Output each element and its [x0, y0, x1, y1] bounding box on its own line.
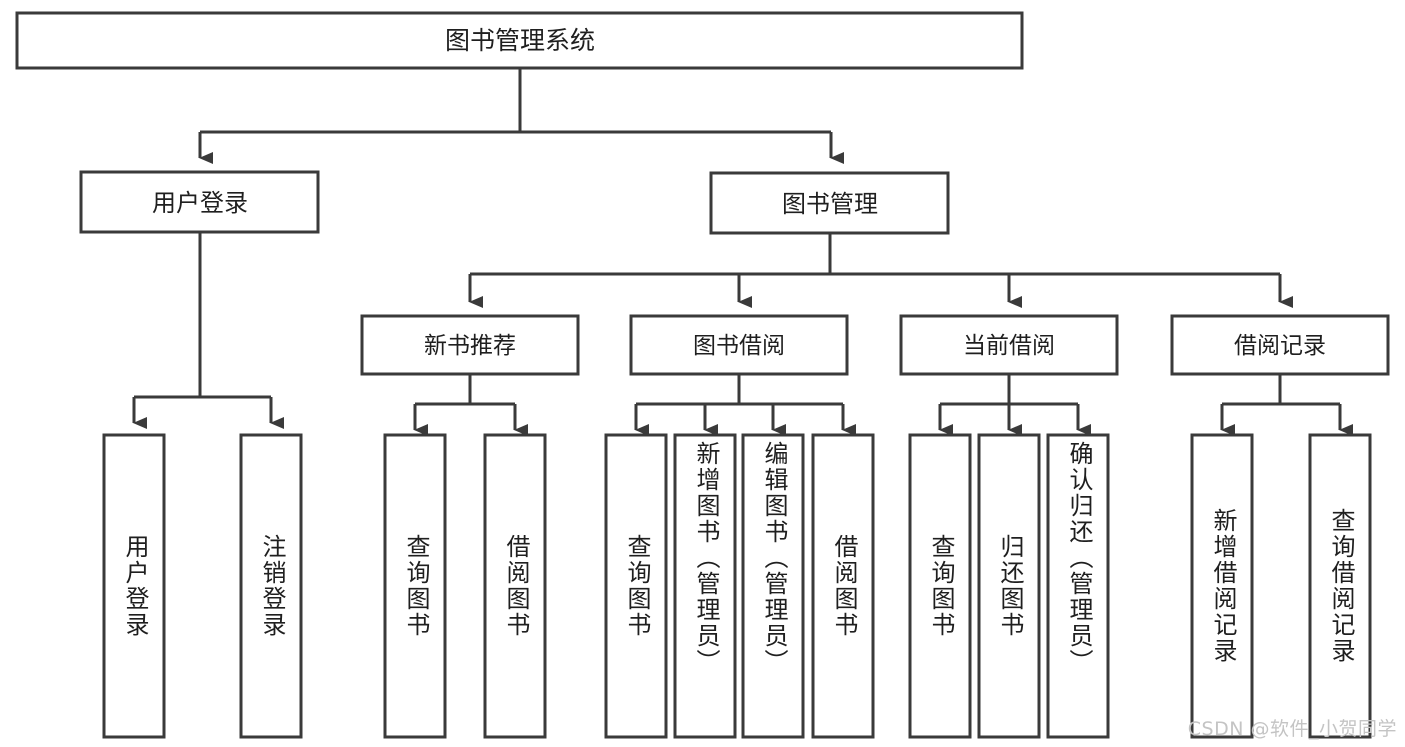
leaf-box-current-borrow-2[interactable]: [1046, 433, 1110, 739]
node-new-book-recommend[interactable]: 新书推荐: [360, 314, 580, 376]
leaf-box-current-borrow-1[interactable]: [977, 433, 1041, 739]
node-current-borrow[interactable]: 当前借阅: [899, 314, 1119, 376]
node-book-borrow[interactable]: 图书借阅: [629, 314, 849, 376]
leaf-box-book-borrow-3[interactable]: [811, 433, 875, 739]
leaf-box-new-book-1[interactable]: [483, 433, 547, 739]
node-borrow-record[interactable]: 借阅记录: [1170, 314, 1390, 376]
node-user-login-label: 用户登录: [152, 189, 248, 217]
node-current-borrow-label: 当前借阅: [963, 333, 1055, 359]
leaf-box-book-borrow-2[interactable]: [741, 433, 805, 739]
leaf-boxes: [102, 433, 1372, 739]
leaf-box-user-login-0[interactable]: [102, 433, 166, 739]
connector-bookmgmt-to-level2: [468, 233, 1293, 308]
node-book-borrow-label: 图书借阅: [693, 333, 785, 359]
connector-borrowrecord-to-leaves: [1220, 374, 1353, 436]
node-book-management[interactable]: 图书管理: [709, 171, 950, 235]
connector-newbook-to-leaves: [413, 374, 528, 436]
connector-currentborrow-to-leaves: [938, 374, 1091, 436]
node-root-label: 图书管理系统: [445, 26, 595, 55]
leaf-box-book-borrow-1[interactable]: [673, 433, 737, 739]
connector-userlogin-to-leaves: [132, 232, 284, 429]
leaf-box-borrow-record-0[interactable]: [1190, 433, 1254, 739]
leaf-box-current-borrow-0[interactable]: [908, 433, 972, 739]
connector-root-to-level1: [198, 68, 844, 164]
leaf-box-user-login-1[interactable]: [239, 433, 303, 739]
node-book-management-label: 图书管理: [782, 190, 878, 218]
node-borrow-record-label: 借阅记录: [1234, 333, 1326, 359]
connector-bookborrow-to-leaves: [634, 374, 856, 436]
node-new-book-recommend-label: 新书推荐: [424, 333, 516, 359]
node-user-login[interactable]: 用户登录: [79, 170, 320, 234]
leaf-box-book-borrow-0[interactable]: [604, 433, 668, 739]
node-root[interactable]: 图书管理系统: [15, 11, 1024, 70]
watermark: CSDN @软件_小贺同学: [1187, 718, 1397, 740]
leaf-box-borrow-record-1[interactable]: [1308, 433, 1372, 739]
leaf-box-new-book-0[interactable]: [383, 433, 447, 739]
